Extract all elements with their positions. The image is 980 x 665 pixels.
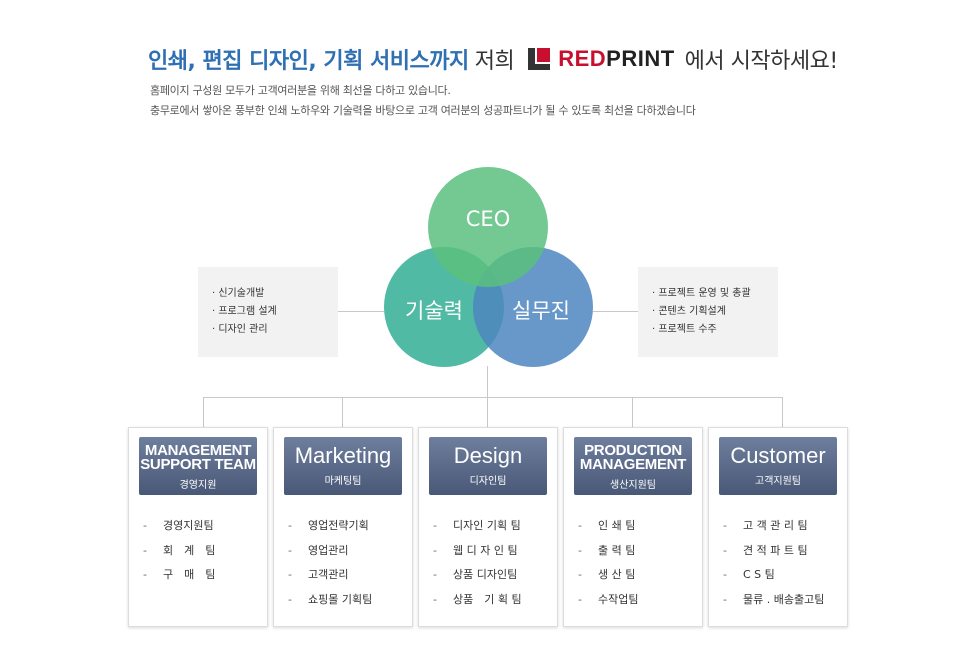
practice-duty-item: 프로젝트 운영 및 총괄 [652,285,778,303]
connector-drop [782,397,783,427]
team-title: Customer [730,443,826,468]
team-item: -회 계 팀 [143,543,216,557]
practice-duty-item: 콘텐츠 기획설계 [652,303,778,321]
team-item: -디자인 기획 팀 [433,519,521,532]
practice-label: 실무진 [512,299,570,323]
tech-duties-box: 신기술개발 프로그램 설계 디자인 관리 [198,267,338,357]
team-item: -고 객 관 리 팀 [723,519,808,532]
tech-duty-item: 프로그램 설계 [212,303,338,321]
team-subtitle: 디자인팀 [469,476,507,487]
ceo-circle [428,167,548,287]
team-item: -영업전략기획 [288,519,369,532]
team-header: Customer 고객지원팀 [719,437,837,495]
team-item: -경영지원팀 [143,519,214,532]
logo-text-black: PRINT [606,46,675,71]
tech-label: 기술력 [405,299,463,323]
team-item: -생 산 팀 [578,568,636,581]
connector-left [338,311,384,312]
headline-services: 인쇄, 편집 디자인, 기획 서비스까지 [148,49,469,74]
connector-right [593,311,638,312]
team-item: -웹 디 자 인 팀 [433,543,518,557]
team-item: -구 매 팀 [143,568,216,581]
team-item: -영업관리 [288,543,349,557]
team-subtitle: 고객지원팀 [755,476,801,487]
team-item: -인 쇄 팀 [578,519,636,532]
subtitle-line-1: 홈페이지 구성원 모두가 고객여러분을 위해 최선을 다하고 있습니다. [150,84,451,97]
team-card-marketing: Marketing 마케팅팀 -영업전략기획 -영업관리 -고객관리 -쇼핑몰 … [273,427,413,627]
team-title: Design [453,443,523,468]
connector-trunk [487,366,488,397]
team-item: -고객관리 [288,568,349,581]
subtitle-line-2: 충무로에서 쌓아온 풍부한 인쇄 노하우와 기술력을 바탕으로 고객 여러분의 … [150,104,696,117]
team-header: PRODUCTION MANAGEMENT 생산지원팀 [574,437,692,495]
headline-start: 에서 시작하세요! [684,49,839,74]
team-title: Marketing [294,443,392,468]
team-card-production: PRODUCTION MANAGEMENT 생산지원팀 -인 쇄 팀 -출 력 … [563,427,703,627]
tech-duty-item: 신기술개발 [212,285,338,303]
redprint-logo-icon [528,48,551,70]
team-header: Marketing 마케팅팀 [284,437,402,495]
team-title: MANAGEMENT SUPPORT TEAM [140,442,256,473]
headline-we: 저희 [474,49,515,74]
team-item: -상품 기 획 팀 [433,592,522,606]
tech-duty-item: 디자인 관리 [212,321,338,339]
ceo-label: CEO [465,207,511,231]
team-header: Design 디자인팀 [429,437,547,495]
connector-drop [203,397,204,427]
team-subtitle: 마케팅팀 [324,476,362,487]
team-card-customer: Customer 고객지원팀 -고 객 관 리 팀 -견 적 파 트 팀 -C … [708,427,848,627]
team-item: -견 적 파 트 팀 [723,543,808,557]
team-header: MANAGEMENT SUPPORT TEAM 경영지원 [139,437,257,495]
team-item: -물류 . 배송출고팀 [723,592,825,606]
team-card-management: MANAGEMENT SUPPORT TEAM 경영지원 -경영지원팀 -회 계… [128,427,268,627]
team-item: -출 력 팀 [578,543,636,557]
team-item: -수작업팀 [578,592,639,606]
headline: 인쇄, 편집 디자인, 기획 서비스까지 저희 RED PRINT 에서 시작하… [148,42,838,76]
connector-drop [342,397,343,427]
connector-drop [487,397,488,427]
team-subtitle: 생산지원팀 [610,480,656,491]
team-item: -C S 팀 [723,568,775,581]
team-subtitle: 경영지원 [179,480,217,491]
logo-text-red: RED [558,46,607,71]
practice-duties-box: 프로젝트 운영 및 총괄 콘텐츠 기획설계 프로젝트 수주 [638,267,778,357]
connector-branch-bar [203,397,782,398]
connector-drop [632,397,633,427]
team-item: -쇼핑몰 기획팀 [288,592,373,606]
team-title: PRODUCTION MANAGEMENT [579,442,687,473]
redprint-logo: RED PRINT [528,46,674,72]
team-card-design: Design 디자인팀 -디자인 기획 팀 -웹 디 자 인 팀 -상품 디자인… [418,427,558,627]
practice-duty-item: 프로젝트 수주 [652,321,778,339]
team-item: -상품 디자인팀 [433,568,518,581]
